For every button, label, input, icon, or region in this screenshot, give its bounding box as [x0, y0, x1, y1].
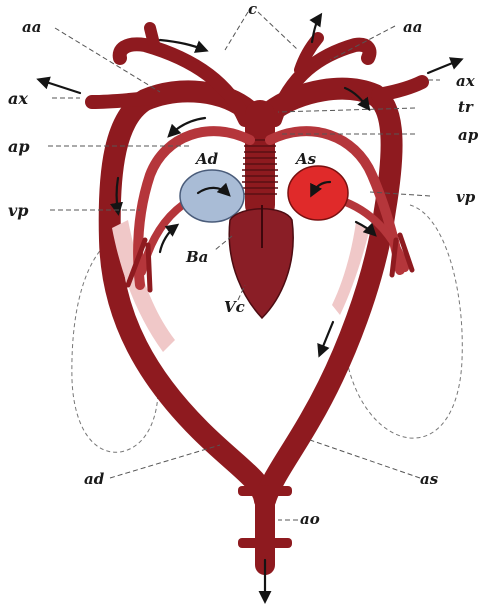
label-c: c — [248, 0, 257, 18]
label-vp-right: vp — [456, 188, 476, 206]
label-vp-left: vp — [8, 201, 28, 220]
aorta-branch-lower — [238, 538, 292, 548]
left-atrium — [288, 166, 348, 220]
label-ao: ao — [300, 510, 320, 528]
left-subclavian-artery — [92, 98, 150, 102]
label-ad-aorta: ad — [84, 470, 105, 488]
right-aortic-arch — [265, 89, 392, 500]
left-lung-branch-b — [148, 245, 150, 290]
label-aa-right: aa — [403, 18, 422, 36]
left-carotid-branch — [150, 28, 155, 48]
aorta-branch-upper — [238, 486, 292, 496]
label-ap-left: ap — [8, 137, 30, 156]
label-as-aorta: as — [420, 470, 439, 488]
label-tr: tr — [458, 98, 474, 116]
label-ap-right: ap — [458, 126, 479, 144]
label-ba: Ba — [185, 248, 208, 266]
flow-arrow-subclavian-left — [40, 80, 80, 93]
right-atrium — [180, 170, 244, 222]
label-ax-left: ax — [8, 89, 28, 108]
label-ax-right: ax — [456, 72, 476, 90]
right-subclavian-artery — [378, 82, 422, 95]
flow-arrow-right-descending — [320, 322, 333, 354]
label-ad-atrium: Ad — [194, 150, 219, 168]
label-aa-left: aa — [22, 18, 41, 36]
label-vc: Vc — [224, 298, 245, 316]
label-as-atrium: As — [294, 150, 317, 168]
